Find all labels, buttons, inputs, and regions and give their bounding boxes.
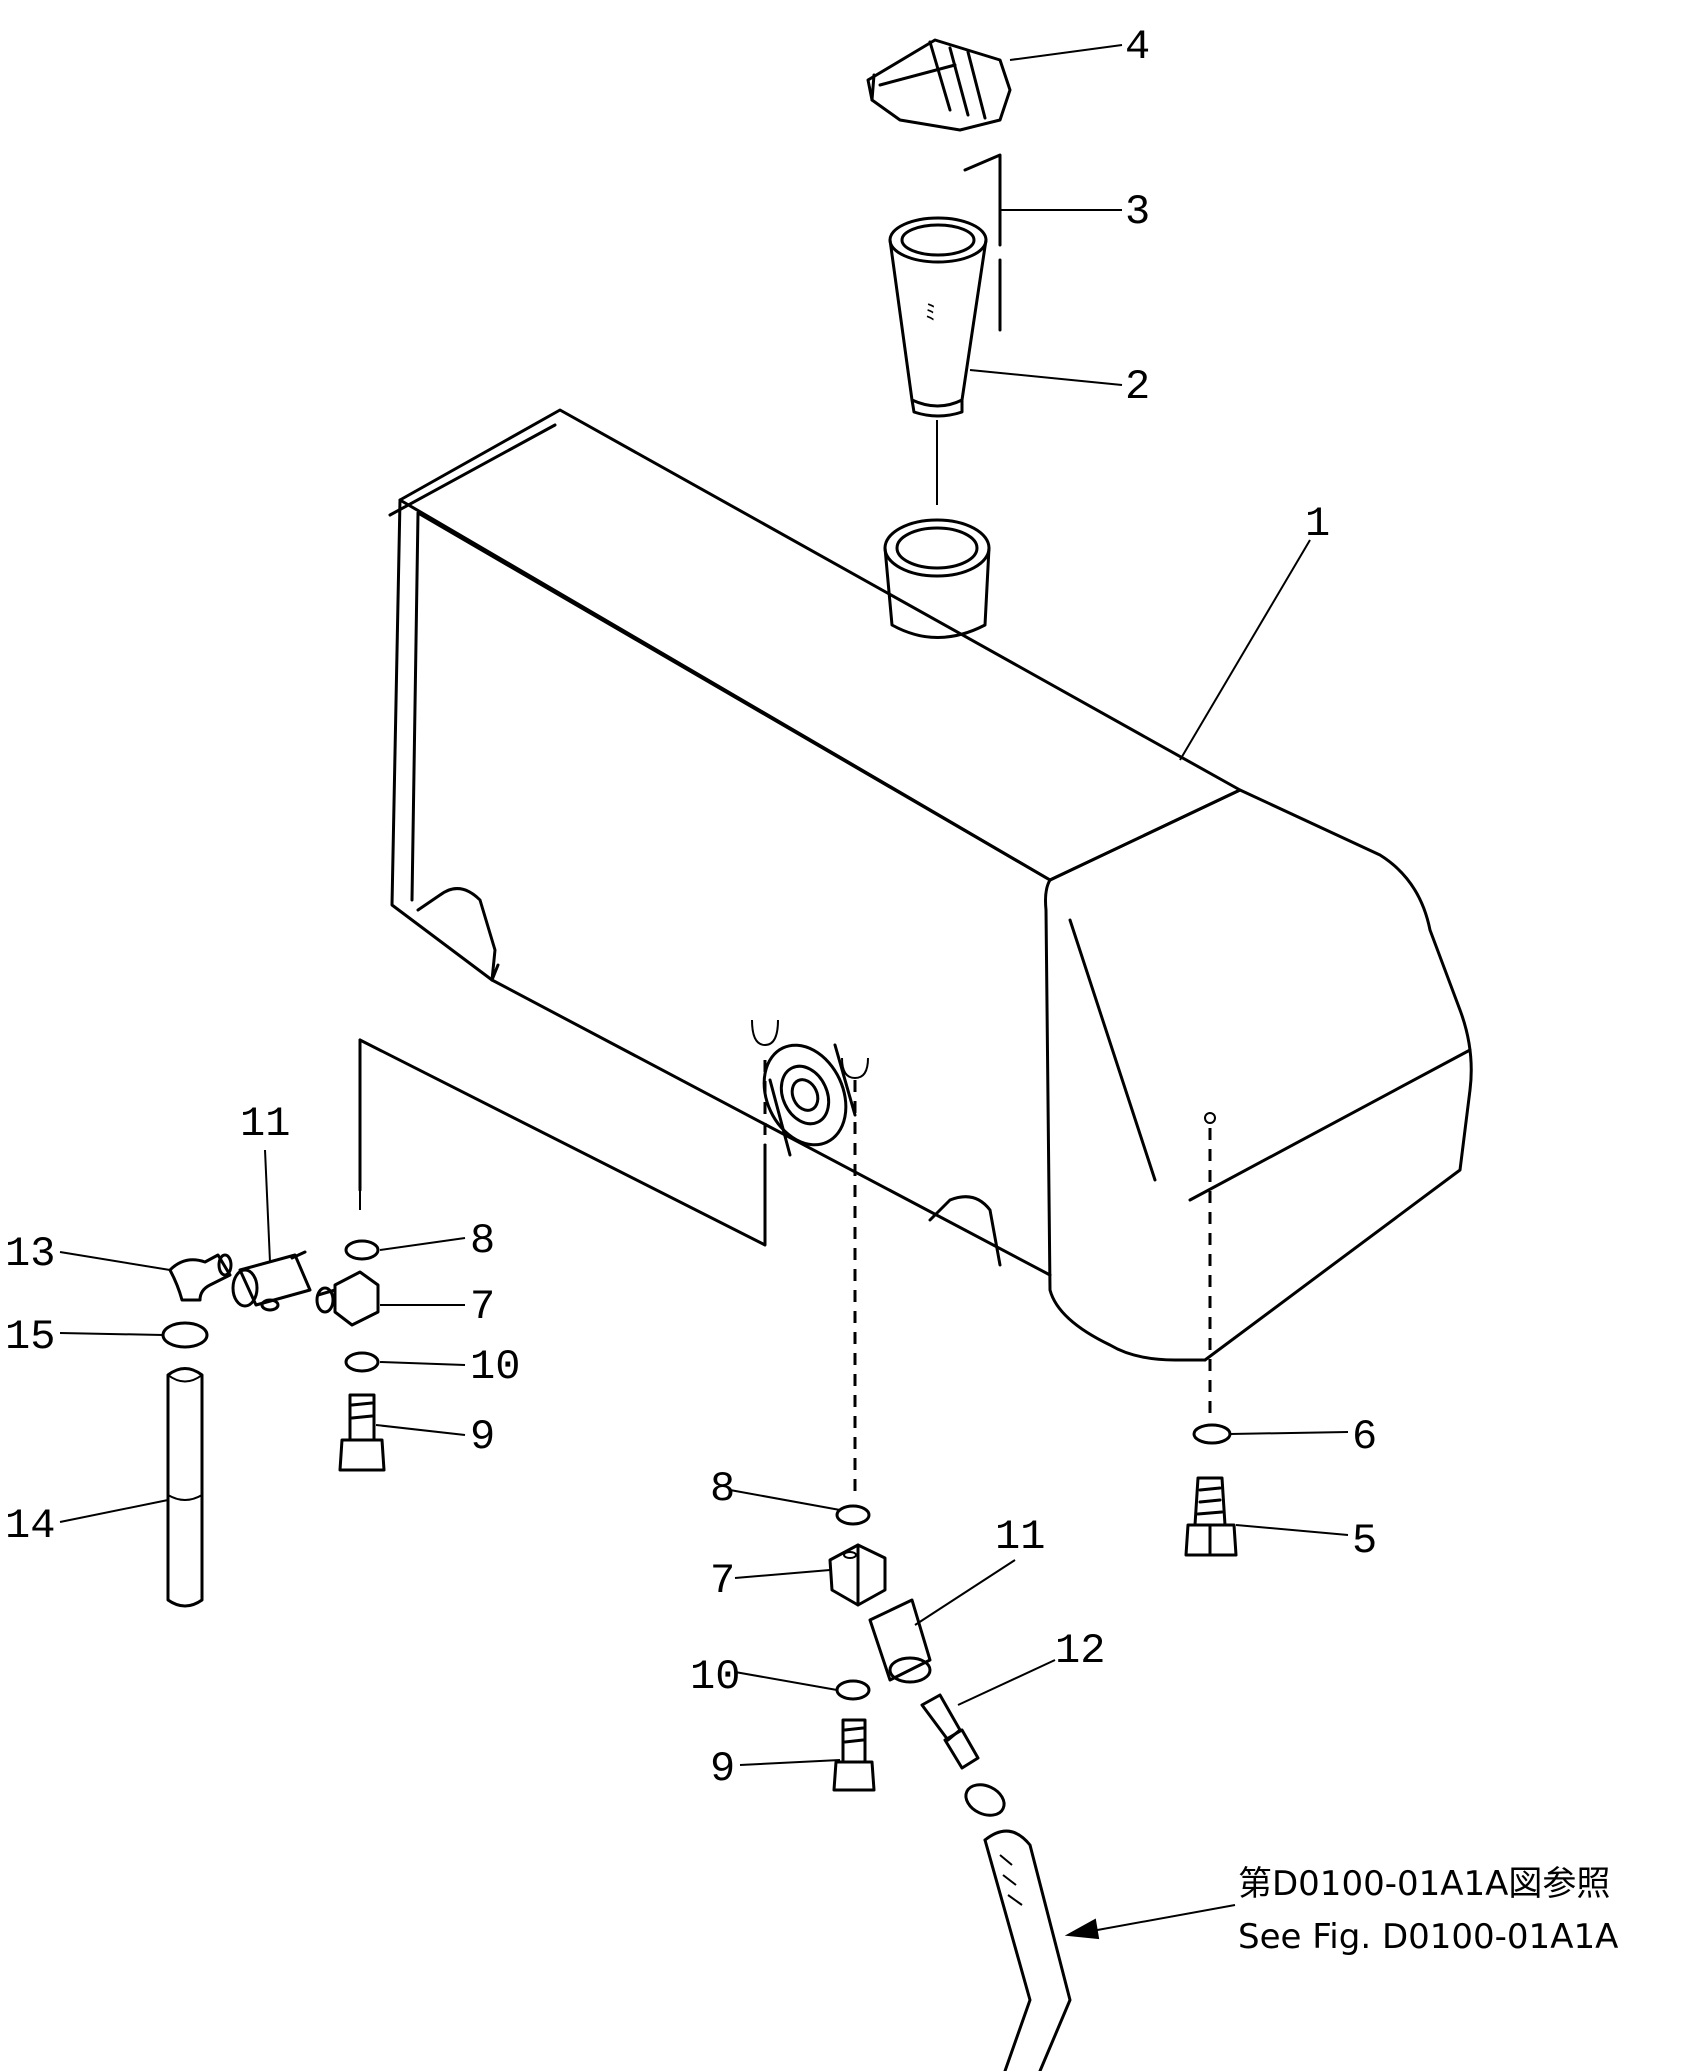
reference-japanese: 第D0100-01A1A図参照 xyxy=(1238,1864,1610,1904)
hook-mark-2 xyxy=(841,1057,869,1080)
strainer: ﾐ xyxy=(888,216,988,418)
leader-lines xyxy=(59,44,1349,1766)
callout-6: 6 xyxy=(1352,1413,1377,1461)
mount-washer xyxy=(1192,1423,1232,1445)
callout-3: 3 xyxy=(1125,188,1150,236)
callout-8-drain: 8 xyxy=(710,1465,735,1513)
fuel-tank xyxy=(358,408,1473,1362)
callout-9-drain: 9 xyxy=(710,1745,735,1793)
drain-washer-upper xyxy=(835,1504,871,1526)
filler-cap xyxy=(866,38,1012,132)
drain-washer-lower xyxy=(835,1679,871,1701)
left-elbow-fitting xyxy=(315,1270,380,1327)
drain-bolt xyxy=(832,1718,876,1792)
left-hose xyxy=(166,1367,204,1608)
callout-14: 14 xyxy=(5,1502,55,1550)
callout-12: 12 xyxy=(1055,1627,1105,1675)
callout-11-left: 11 xyxy=(240,1100,290,1148)
gasket xyxy=(963,153,1002,332)
left-washer-lower xyxy=(344,1351,380,1373)
left-hose-clamp xyxy=(161,1321,209,1349)
callout-1: 1 xyxy=(1305,500,1330,548)
left-hose-elbow xyxy=(168,1253,233,1302)
callout-5: 5 xyxy=(1352,1517,1377,1565)
callout-4: 4 xyxy=(1125,23,1150,71)
callout-7-left: 7 xyxy=(470,1283,495,1331)
drain-elbow xyxy=(828,1543,887,1607)
hook-mark xyxy=(751,1019,779,1047)
left-valve xyxy=(231,1250,312,1312)
hose-clamp xyxy=(964,1783,1006,1817)
left-washer-upper xyxy=(344,1239,380,1261)
callout-10-left: 10 xyxy=(470,1343,520,1391)
fuel-hose xyxy=(983,1829,1072,2071)
callout-11-drain: 11 xyxy=(995,1513,1045,1561)
callout-8-left: 8 xyxy=(470,1217,495,1265)
callout-10-drain: 10 xyxy=(690,1653,740,1701)
callout-7-drain: 7 xyxy=(710,1557,735,1605)
reference-english: See Fig. D0100-01A1A xyxy=(1238,1917,1618,1957)
reference-arrow xyxy=(1064,1904,1236,1940)
callout-15: 15 xyxy=(5,1313,55,1361)
callout-2: 2 xyxy=(1125,363,1150,411)
callout-9-left: 9 xyxy=(470,1413,495,1461)
svg-text:ﾐ: ﾐ xyxy=(925,301,936,326)
drain-valve-lower xyxy=(868,1598,932,1684)
callout-13: 13 xyxy=(5,1230,55,1278)
left-bolt xyxy=(338,1393,386,1472)
mount-bolt xyxy=(1184,1476,1238,1557)
hose-nipple xyxy=(920,1693,980,1770)
